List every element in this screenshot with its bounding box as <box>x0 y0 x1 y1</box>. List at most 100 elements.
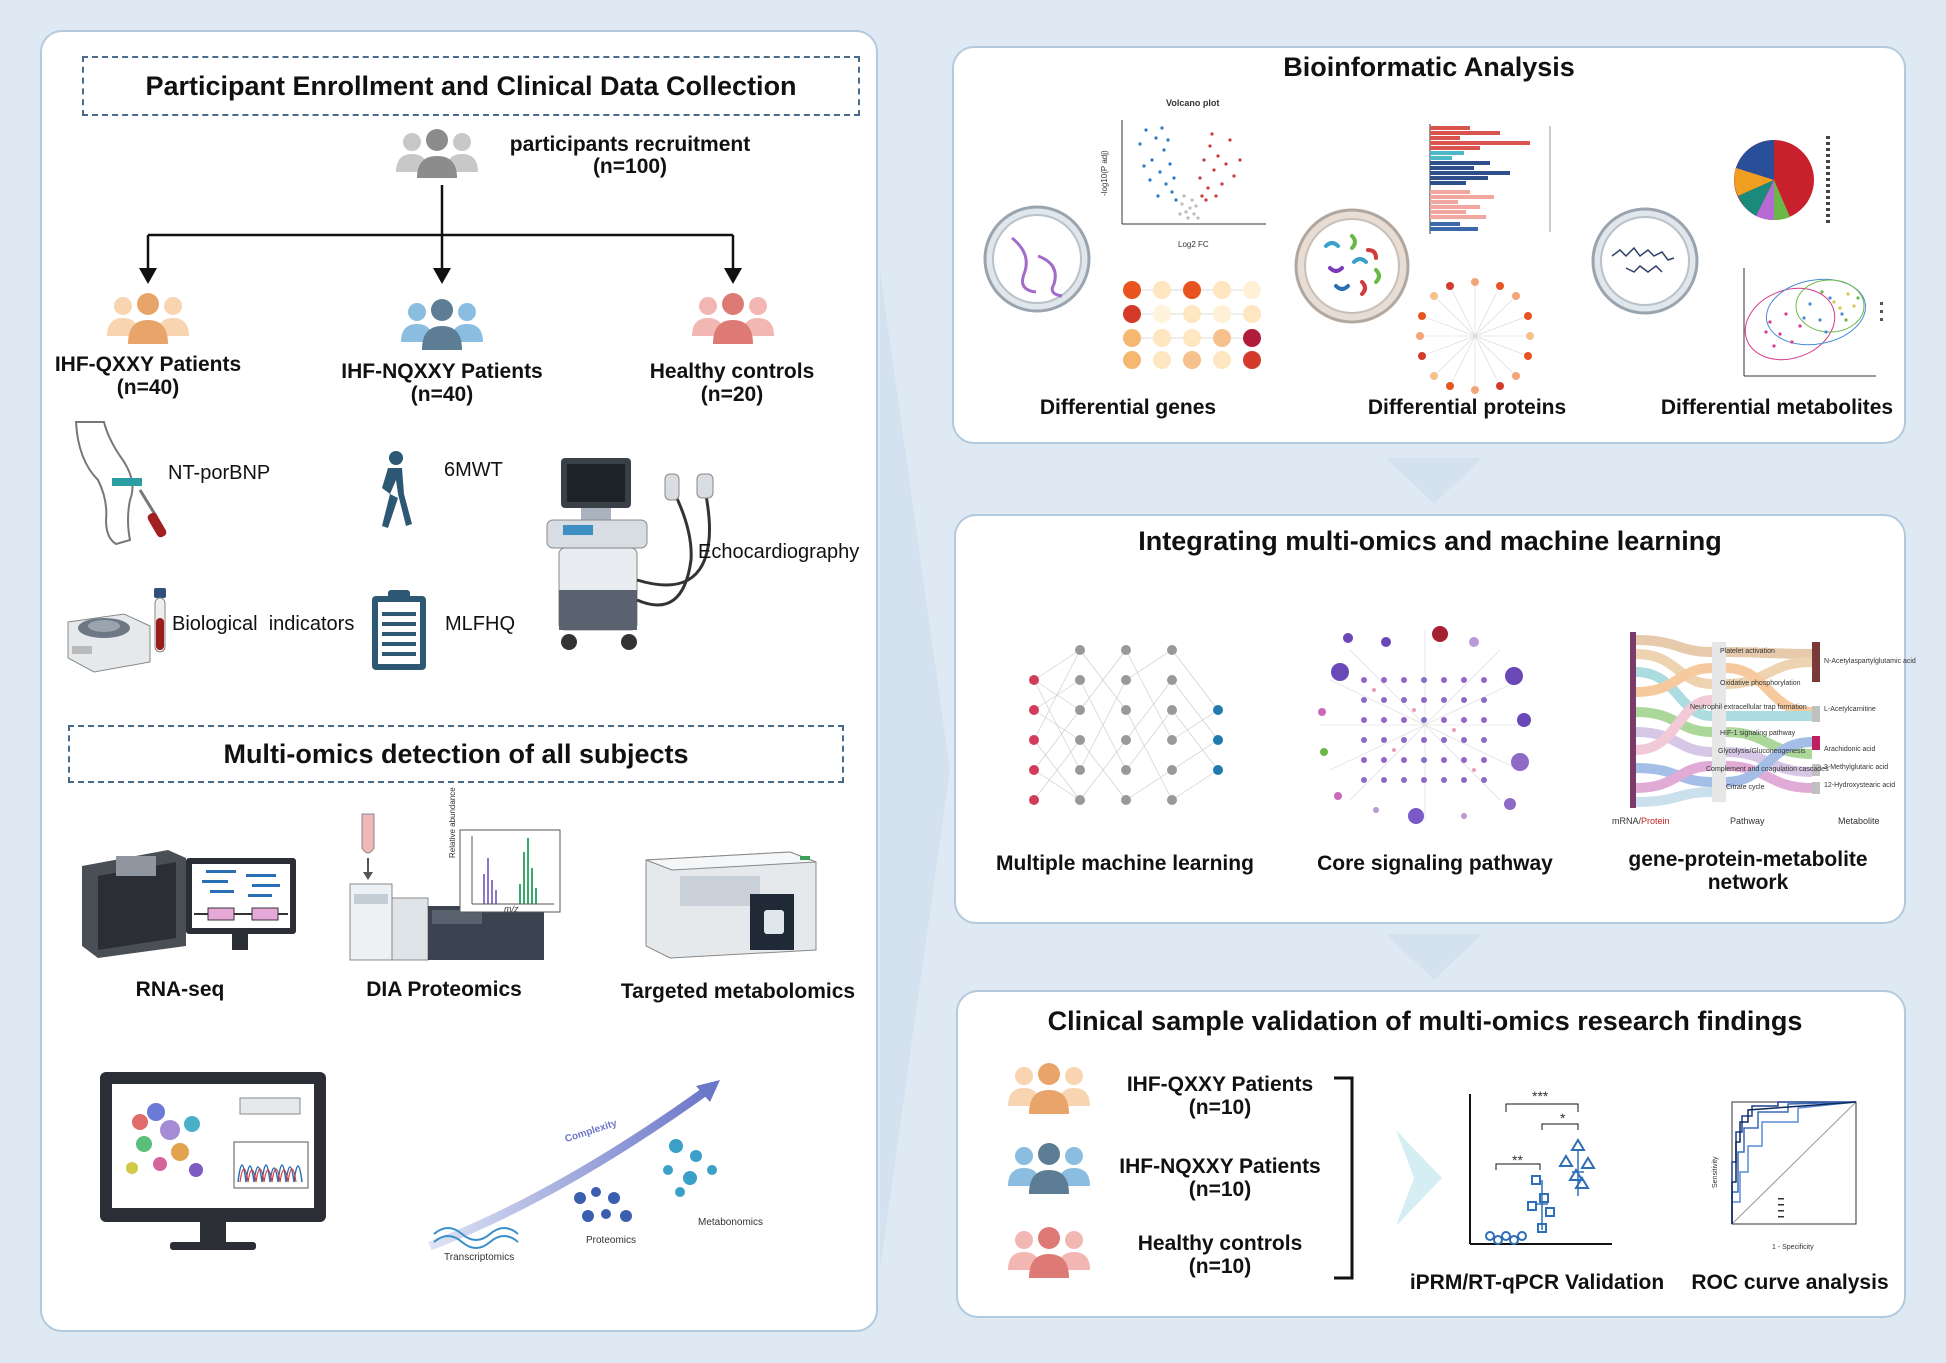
sig-label-1: *** <box>1532 1088 1549 1104</box>
val-group-name-ihf-qxxy: IHF-QXXY Patients <box>1126 1073 1314 1096</box>
roc-curve-plot <box>1731 1101 1857 1225</box>
sankey-network <box>1630 632 1820 808</box>
complexity-arrow <box>428 1080 720 1251</box>
roc-label: ROC curve analysis <box>1691 1271 1889 1294</box>
val-group-n-healthy: (n=10) <box>1188 1255 1252 1278</box>
lcms-instrument-icon <box>349 813 561 961</box>
volcano-ylabel: -log10(P adj) <box>1100 150 1109 196</box>
group-n-healthy: (n=20) <box>700 383 764 406</box>
differential-metabolites-label: Differential metabolites <box>1660 396 1894 419</box>
sankey-metabolite-2: Arachidonic acid <box>1824 746 1876 753</box>
protein-petri-dish-icon <box>1294 208 1410 324</box>
mz-label: m/z <box>504 904 519 914</box>
volcano-xlabel: Log2 FC <box>1178 240 1209 249</box>
val-group-n-ihf-nqxxy: (n=10) <box>1188 1178 1252 1201</box>
blood-draw-icon <box>74 421 167 546</box>
val-group-name-healthy: Healthy controls <box>1137 1232 1303 1255</box>
multiple-ml-label: Multiple machine learning <box>996 852 1254 875</box>
validation-bracket <box>1334 1076 1354 1280</box>
dia-proteomics-label: DIA Proteomics <box>366 978 522 1001</box>
metabolite-class-pie <box>1734 136 1830 223</box>
group-name-ihf-nqxxy: IHF-NQXXY Patients <box>341 360 543 383</box>
enrollment-title: Participant Enrollment and Clinical Data… <box>82 56 860 116</box>
roc-xlabel: 1 - Specificity <box>1772 1244 1814 1251</box>
differential-proteins-label: Differential proteins <box>1367 396 1567 419</box>
recruitment-label: participants recruitment <box>509 133 751 156</box>
healthy-group-icon <box>692 293 774 344</box>
sankey-left-axis-text: mRNA/ <box>1612 816 1641 826</box>
sankey-metabolite-4: 12-Hydroxystearic acid <box>1824 782 1896 789</box>
iprm-dot-plot <box>1469 1094 1612 1245</box>
gene-network-grid <box>1123 281 1261 369</box>
network-label-line2: network <box>1707 871 1789 894</box>
ihf-qxxy-group-icon <box>107 293 189 344</box>
bioinformatic-title: Bioinformatic Analysis <box>1283 52 1575 82</box>
sankey-pathway-5: Complement and coagulation cascades <box>1706 766 1829 773</box>
group-n-ihf-nqxxy: (n=40) <box>410 383 474 406</box>
sankey-left-axis-protein: Protein <box>1641 816 1670 826</box>
iprm-label: iPRM/RT-qPCR Validation <box>1409 1271 1665 1294</box>
group-n-ihf-qxxy: (n=40) <box>116 376 180 399</box>
val-ihf-nqxxy-icon <box>1008 1143 1090 1194</box>
sankey-left-axis: mRNA/Protein <box>1612 816 1670 826</box>
val-ihf-qxxy-icon <box>1008 1063 1090 1114</box>
mlfhq-label: MLFHQ <box>445 613 515 635</box>
network-label-line1: gene-protein-metabolite <box>1628 848 1868 871</box>
volcano-title: Volcano plot <box>1166 98 1220 108</box>
sankey-right-axis: Metabolite <box>1838 816 1880 826</box>
ml-title: Integrating multi-omics and machine lear… <box>1138 526 1722 556</box>
sankey-pathway-6: Citrate cycle <box>1726 784 1765 791</box>
omics-title: Multi-omics detection of all subjects <box>68 725 844 783</box>
gene-petri-dish-icon <box>983 205 1091 313</box>
sig-label-3: * <box>1560 1110 1566 1126</box>
ihf-nqxxy-group-icon <box>401 299 483 350</box>
protein-enrichment-bars <box>1429 124 1551 234</box>
val-healthy-icon <box>1008 1227 1090 1278</box>
protein-ring-network <box>1416 278 1534 394</box>
sequencer-icon <box>82 850 296 958</box>
echocardiography-label: Echocardiography <box>698 541 860 563</box>
centrifuge-icon <box>67 613 151 673</box>
core-signaling-label: Core signaling pathway <box>1317 852 1553 875</box>
val-group-name-ihf-nqxxy: IHF-NQXXY Patients <box>1119 1155 1321 1178</box>
sankey-metabolite-3: 3-Methylglutaric acid <box>1824 764 1889 771</box>
val-group-n-ihf-qxxy: (n=10) <box>1188 1096 1252 1119</box>
relative-abundance-label: Relative abundance <box>448 787 457 858</box>
sankey-pathway-0: Platelet activation <box>1720 648 1775 655</box>
sig-label-2: ** <box>1512 1152 1523 1168</box>
flow-chevron-down-2 <box>1386 934 1482 980</box>
sankey-pathway-1: Oxidative phosphorylation <box>1720 680 1801 687</box>
sankey-mid-axis: Pathway <box>1730 816 1765 826</box>
participants-group-icon <box>396 129 478 178</box>
neural-network-diagram <box>1029 645 1223 805</box>
questionnaire-clipboard-icon <box>372 590 426 670</box>
differential-genes-label: Differential genes <box>1039 396 1217 419</box>
metabolite-pca-plot <box>1743 268 1883 377</box>
rnaseq-label: RNA-seq <box>135 978 225 1001</box>
proteomics-label: Proteomics <box>586 1235 637 1246</box>
flow-chevron-down-1 <box>1386 458 1482 504</box>
biological-indicators-label: Biological indicators <box>172 613 355 635</box>
transcriptomics-label: Transcriptomics <box>444 1252 515 1263</box>
flow-chevron-left <box>880 270 950 1270</box>
sankey-pathway-2: Neutrophil extracellular trap formation <box>1690 704 1807 711</box>
sankey-metabolite-0: N-Acetylaspartylglutamic acid <box>1824 658 1916 665</box>
sankey-pathway-3: HIF-1 signaling pathway <box>1720 730 1796 737</box>
sankey-metabolite-1: L-Acetylcarnitine <box>1824 706 1876 713</box>
metabolite-petri-dish-icon <box>1591 207 1699 315</box>
metabonomics-label: Metabonomics <box>698 1217 764 1228</box>
validation-chevron <box>1396 1130 1442 1226</box>
sixmwt-label: 6MWT <box>444 459 503 481</box>
group-name-ihf-qxxy: IHF-QXXY Patients <box>54 353 242 376</box>
roc-ylabel: Sensitivity <box>1712 1156 1719 1188</box>
targeted-metabolomics-label: Targeted metabolomics <box>620 980 856 1003</box>
mass-spectrometer-icon <box>645 851 817 959</box>
group-name-healthy: Healthy controls <box>649 360 815 383</box>
sankey-pathway-4: Glycolysis/Gluconeogenesis <box>1718 748 1806 755</box>
analysis-monitor-icon <box>100 1072 326 1250</box>
ntprobnp-label: NT-porBNP <box>168 462 271 484</box>
blood-tube-icon <box>154 588 166 653</box>
validation-title: Clinical sample validation of multi-omic… <box>1047 1006 1803 1036</box>
walking-person-icon <box>382 451 412 528</box>
